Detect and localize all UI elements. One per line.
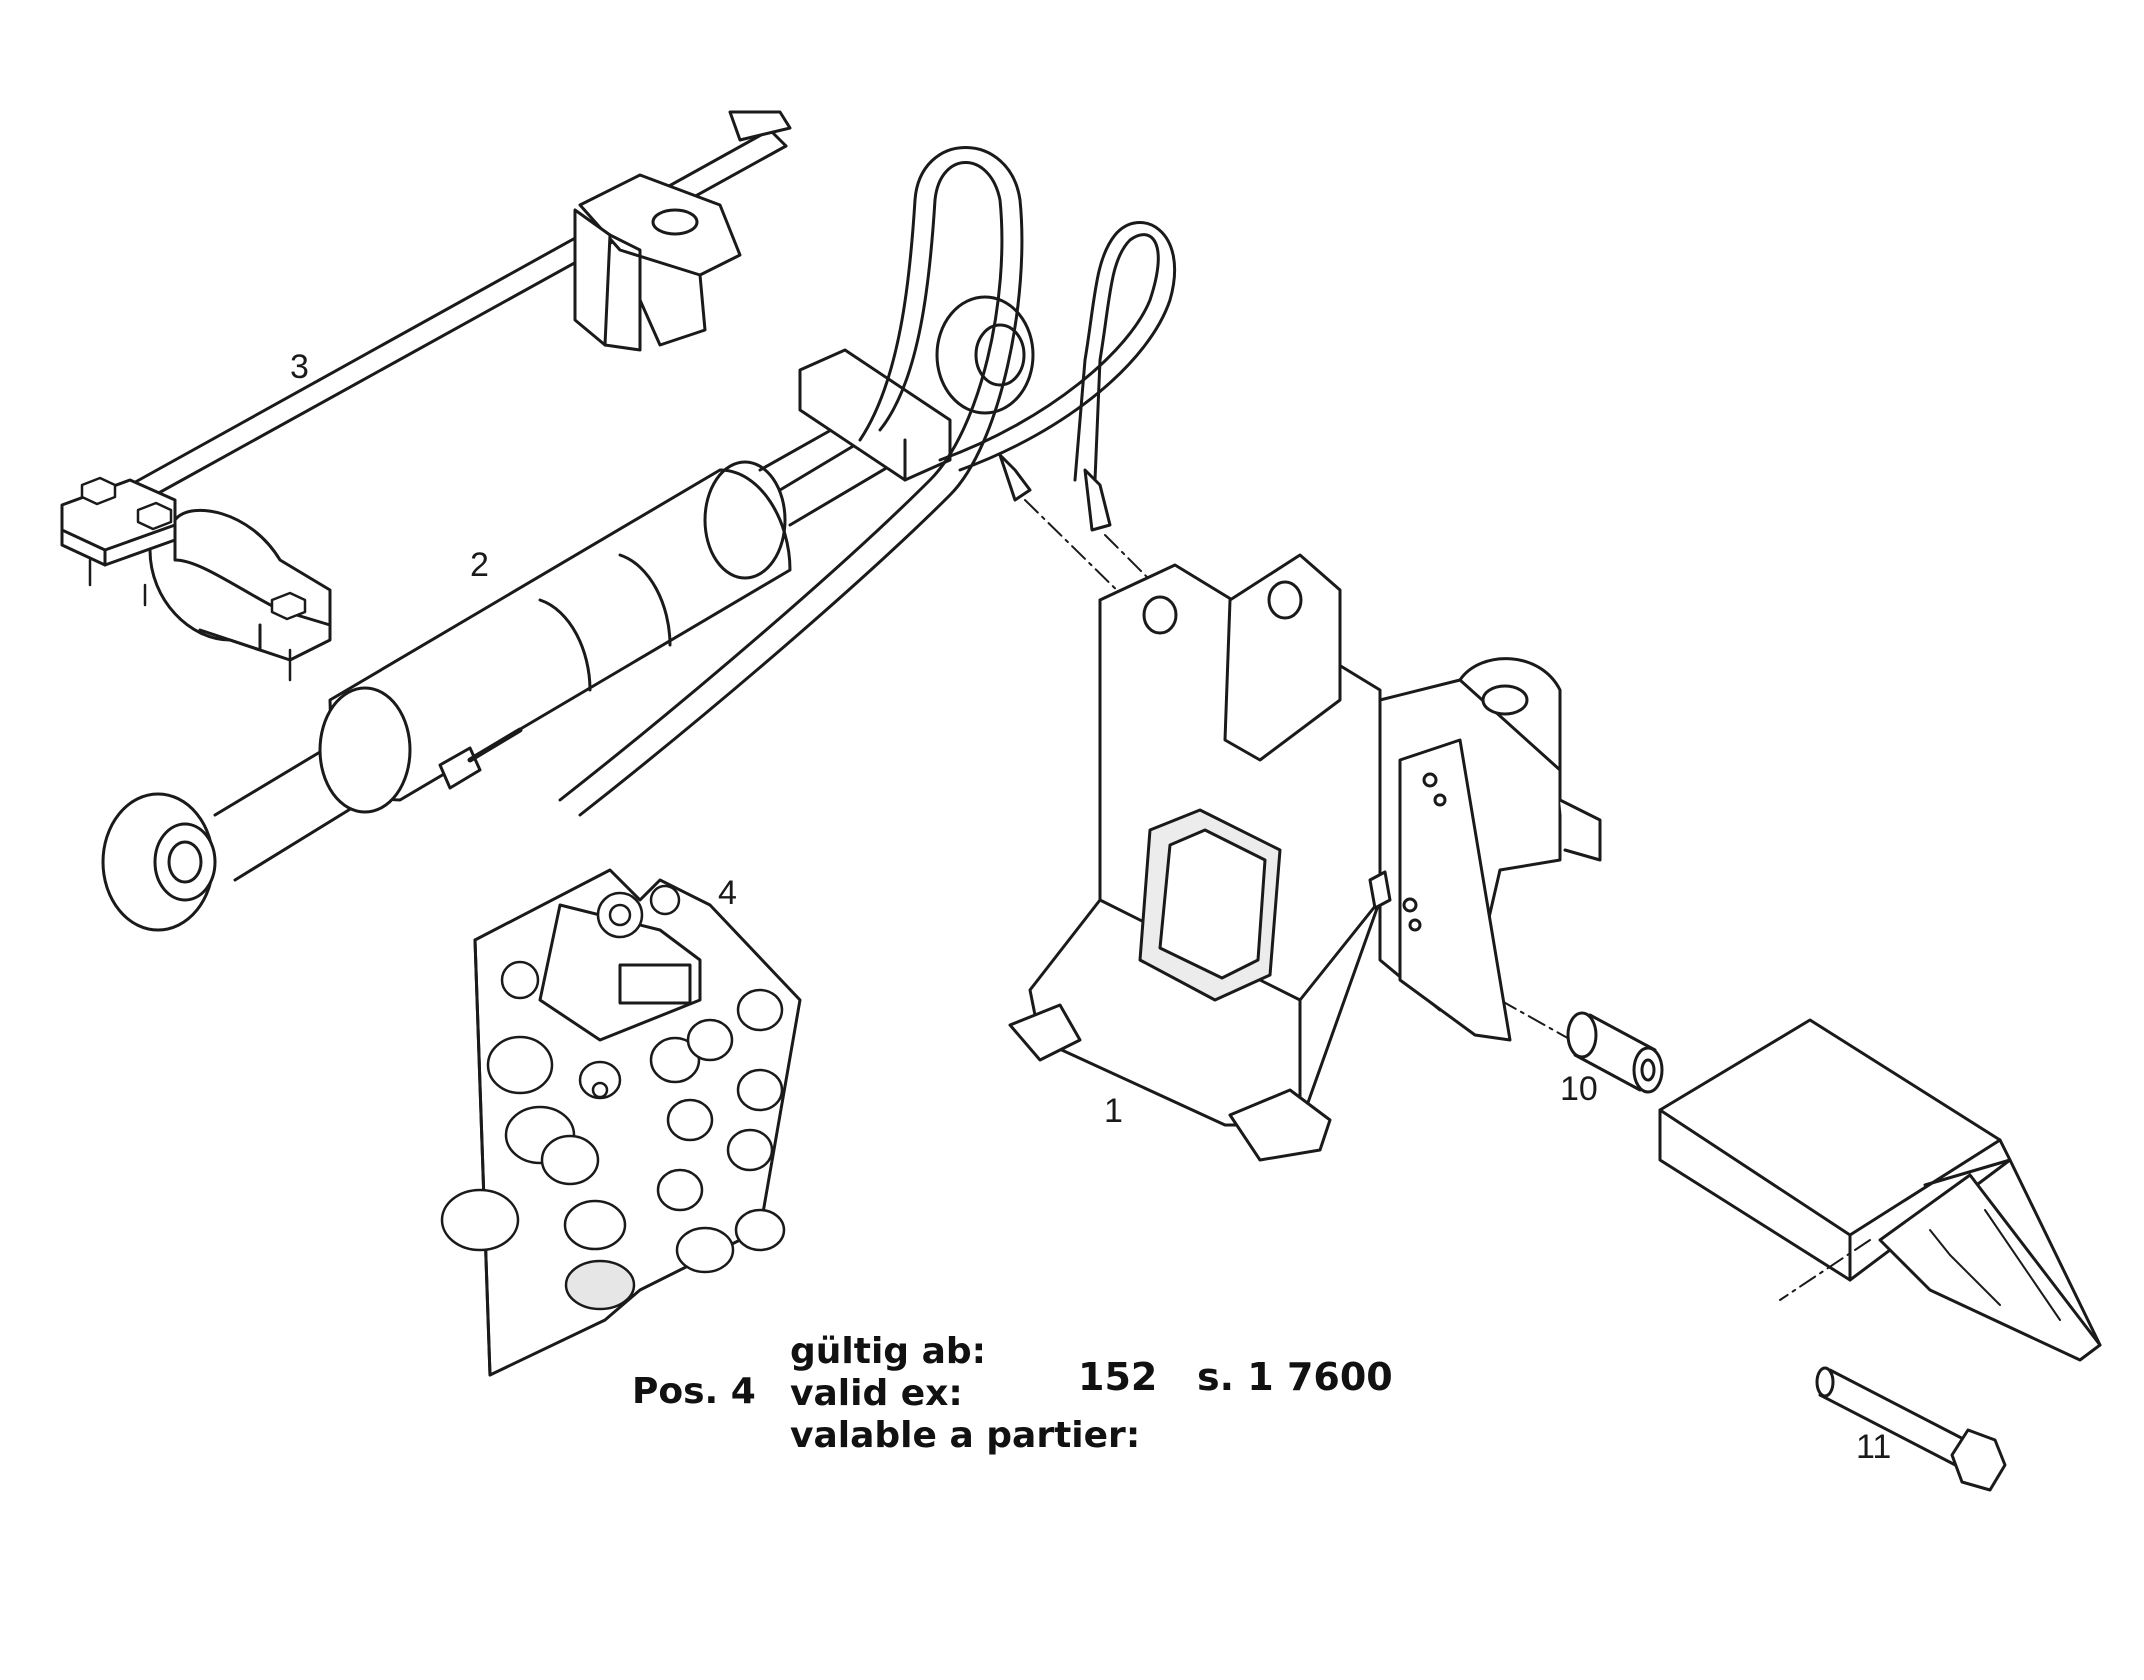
hydraulic-cylinder (101, 146, 1177, 932)
cover-plate (1658, 1018, 2102, 1362)
validity-line-en: valid ex: (790, 1373, 963, 1414)
callout-part-10: 10 (1560, 1070, 1598, 1108)
validity-lines: gültig ab: valid ex: valable a partier: (790, 1334, 1140, 1460)
validity-line-de: gültig ab: (790, 1331, 987, 1372)
serial-number: 152 s. 1 7600 (1078, 1355, 1393, 1399)
position-label: Pos. 4 (632, 1371, 756, 1412)
validity-line-fr: valable a partier: (790, 1415, 1141, 1456)
main-bracket (1008, 553, 1602, 1162)
callout-part-11: 11 (1856, 1428, 1892, 1466)
callout-part-2: 2 (470, 546, 489, 584)
tie-rod-assembly (60, 110, 792, 682)
hex-bolt (1815, 1366, 2007, 1492)
valve-block (440, 868, 802, 1377)
spacer-sleeve (1566, 1011, 1664, 1094)
callout-part-3: 3 (290, 348, 309, 386)
callout-part-1: 1 (1104, 1092, 1123, 1130)
callout-part-4: 4 (718, 874, 737, 912)
